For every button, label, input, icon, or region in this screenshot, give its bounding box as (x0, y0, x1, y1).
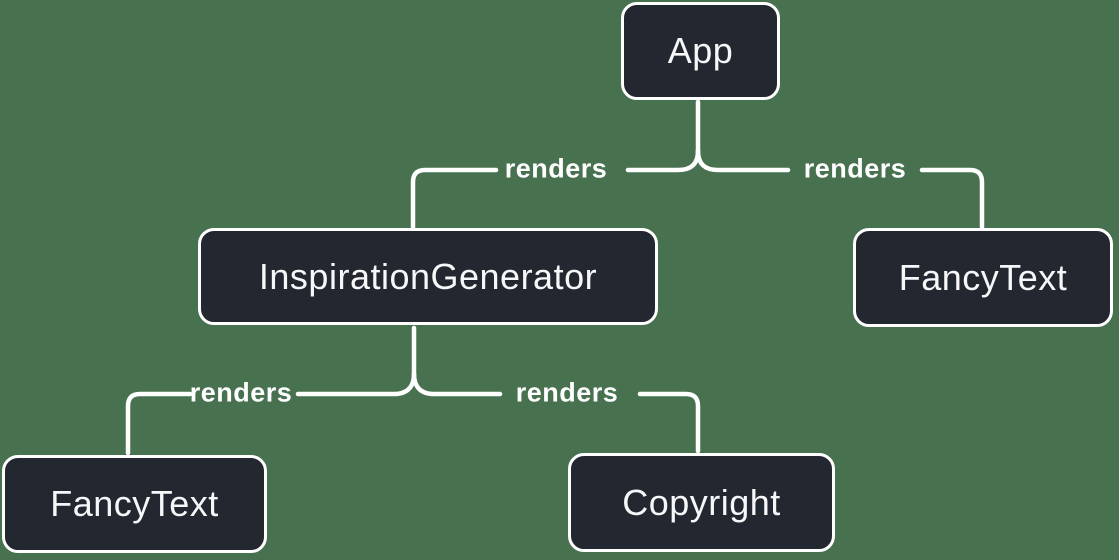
edge-app-to-inspirationgenerator-b (410, 167, 499, 230)
edge-inspirationgenerator-to-copyright-b (637, 391, 701, 454)
node-inspiration-generator: InspirationGenerator (198, 228, 658, 325)
edge-label-inspirationgenerator-copyright: renders (515, 377, 619, 408)
node-fancytext-right: FancyText (853, 228, 1113, 327)
edge-inspirationgenerator-to-fancytext-b (125, 391, 193, 456)
edge-app-to-fancytext-a (695, 148, 791, 173)
node-fancytext-left: FancyText (2, 455, 267, 553)
edge-label-inspirationgenerator-fancytext: renders (189, 377, 293, 408)
edge-app-to-inspirationgenerator-a (625, 148, 701, 173)
edge-app-to-fancytext-b (919, 167, 985, 230)
edge-inspirationgenerator-to-copyright-a (411, 371, 503, 397)
edge-inspirationgenerator-to-fancytext-a (295, 371, 417, 397)
node-copyright: Copyright (568, 453, 835, 552)
edge-label-app-fancytext: renders (803, 153, 907, 184)
edge-label-app-inspirationgenerator: renders (504, 153, 608, 184)
node-app: App (621, 2, 780, 100)
